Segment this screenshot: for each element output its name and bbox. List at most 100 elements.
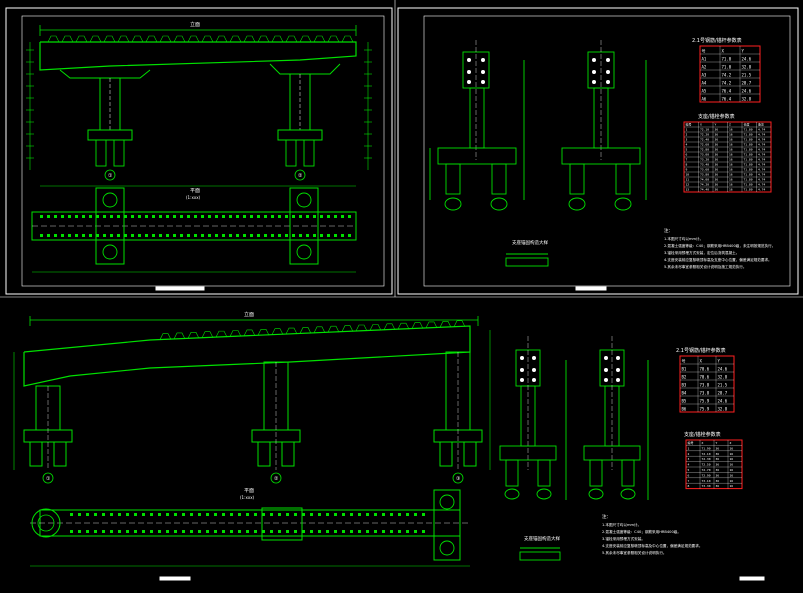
title-block-mark-top-right [575, 286, 607, 291]
title-block-mark-bottom-right [739, 576, 765, 581]
title-block-mark-top-left [155, 286, 205, 291]
table-cell: 4.74 [758, 153, 765, 157]
table-cell: 74.20 [700, 183, 709, 187]
table-cell: 72.40 [700, 138, 709, 142]
table-header-cell: X [700, 359, 703, 364]
table-cell: 28.7 [742, 81, 752, 86]
table-cell: 73.30 [702, 484, 711, 488]
table-cell: 16 [730, 479, 734, 483]
top-left-pier-mark-1: ① [108, 173, 113, 179]
table-cell: 16 [730, 452, 734, 456]
table-cell: 36 [716, 468, 720, 472]
table-header-cell: Y [718, 359, 721, 364]
top-right-note-4: 4.支座安装前应复核墩顶标高及支座中心位置，偏差满足规范要求。 [664, 257, 772, 262]
table-cell: 36 [715, 153, 719, 157]
table-cell: 16 [730, 446, 734, 450]
top-right-table1-title: 2.1号钢筋/锚杆参数表 [692, 37, 742, 44]
top-right-pier-sections [429, 40, 647, 267]
table-cell: 5 [686, 148, 688, 152]
table-cell: 36 [715, 173, 719, 177]
table-cell: 73.20 [700, 158, 709, 162]
table-cell: 36 [715, 163, 719, 167]
table-cell: 32.8 [742, 97, 752, 102]
table-cell: 36 [715, 188, 719, 192]
table-cell: 70.6 [700, 375, 710, 380]
bottom-right-notes: 1.本图尺寸均以mm计。 2.混凝土强度等级：C40；钢筋采用HRB400级。 … [602, 522, 702, 555]
table-cell: 16 [729, 148, 733, 152]
table-cell: 4.74 [758, 128, 765, 132]
table-cell: 6 [686, 153, 688, 157]
table-cell: 36 [716, 473, 720, 477]
table-cell: 4 [686, 143, 688, 147]
table-cell: 16 [729, 153, 733, 157]
table-cell: 36 [716, 457, 720, 461]
table-cell: 73.60 [700, 168, 709, 172]
table-cell: 21.5 [742, 73, 752, 78]
table-cell: 8 [686, 163, 688, 167]
sheet-inner-frame-top-right [423, 15, 791, 287]
table-cell: 73.10 [702, 479, 711, 483]
table-cell: 72.80 [700, 148, 709, 152]
sheet-inner-frame-top-left [21, 15, 385, 287]
table-header-cell: Y [715, 123, 717, 127]
table-cell: 36 [715, 143, 719, 147]
table-cell: 4.74 [758, 168, 765, 172]
table-cell: 4.74 [758, 133, 765, 137]
table-cell: 21.5 [718, 383, 728, 388]
table-header-cell: 长度 [744, 122, 750, 127]
table-cell: 32.8 [742, 65, 752, 70]
table-cell: 71.80 [744, 188, 753, 192]
table-cell: 36 [715, 158, 719, 162]
table-cell: 2 [688, 452, 690, 456]
table-cell: 16 [729, 138, 733, 142]
table-cell: B2 [682, 375, 687, 380]
table-cell: 7 [688, 479, 690, 483]
table-cell: 71.80 [744, 148, 753, 152]
table-cell: 74.00 [700, 178, 709, 182]
bottom-right-note-4: 4.支座安装前应复核墩顶标高及中心位置，偏差满足规范要求。 [602, 543, 702, 548]
table-cell: B4 [682, 391, 687, 396]
top-right-note-5: 5.其余未尽事宜参照相关设计说明及施工规范执行。 [664, 264, 747, 269]
table-header-cell: X [700, 123, 702, 127]
table-cell: B3 [682, 383, 687, 388]
table-cell: 11 [686, 178, 690, 182]
table-cell: 16 [730, 484, 734, 488]
table-cell: 36 [716, 484, 720, 488]
table-cell: 36 [716, 463, 720, 467]
table-cell: A6 [702, 97, 707, 102]
bottom-right-notes-title: 注： [602, 513, 611, 520]
bottom-right-rebar-dots [520, 356, 620, 382]
table-cell: 16 [730, 463, 734, 467]
table-cell: 16 [729, 158, 733, 162]
top-right-note-1: 1.本图尺寸均以mm计。 [664, 236, 703, 241]
table-cell: 4.74 [758, 158, 765, 162]
table-cell: 36 [715, 168, 719, 172]
table-cell: B5 [682, 399, 687, 404]
table-cell: 75.9 [700, 399, 710, 404]
table-cell: 36 [715, 138, 719, 142]
table-cell: 74.40 [700, 188, 709, 192]
table-cell: 36 [715, 148, 719, 152]
table-cell: 16 [730, 457, 734, 461]
table-cell: 24.6 [718, 367, 728, 372]
table-cell: 1 [686, 128, 688, 132]
bottom-left-pier-mark-3: ③ [456, 476, 460, 482]
table-cell: 71.80 [744, 133, 753, 137]
table-cell: 16 [729, 183, 733, 187]
table-cell: A1 [702, 57, 707, 62]
table-cell: A5 [702, 89, 707, 94]
table-header-cell: 编号 [686, 122, 692, 127]
table-cell: 71.80 [744, 153, 753, 157]
table-cell: 7 [686, 158, 688, 162]
bottom-left-main-title: 立面 [244, 311, 254, 318]
table-cell: 16 [729, 143, 733, 147]
table-cell: 74.2 [722, 81, 732, 86]
table-cell: 32.8 [718, 407, 728, 412]
table-cell: 13 [686, 188, 690, 192]
table-cell: 36 [716, 446, 720, 450]
table-cell: 4.74 [758, 178, 765, 182]
